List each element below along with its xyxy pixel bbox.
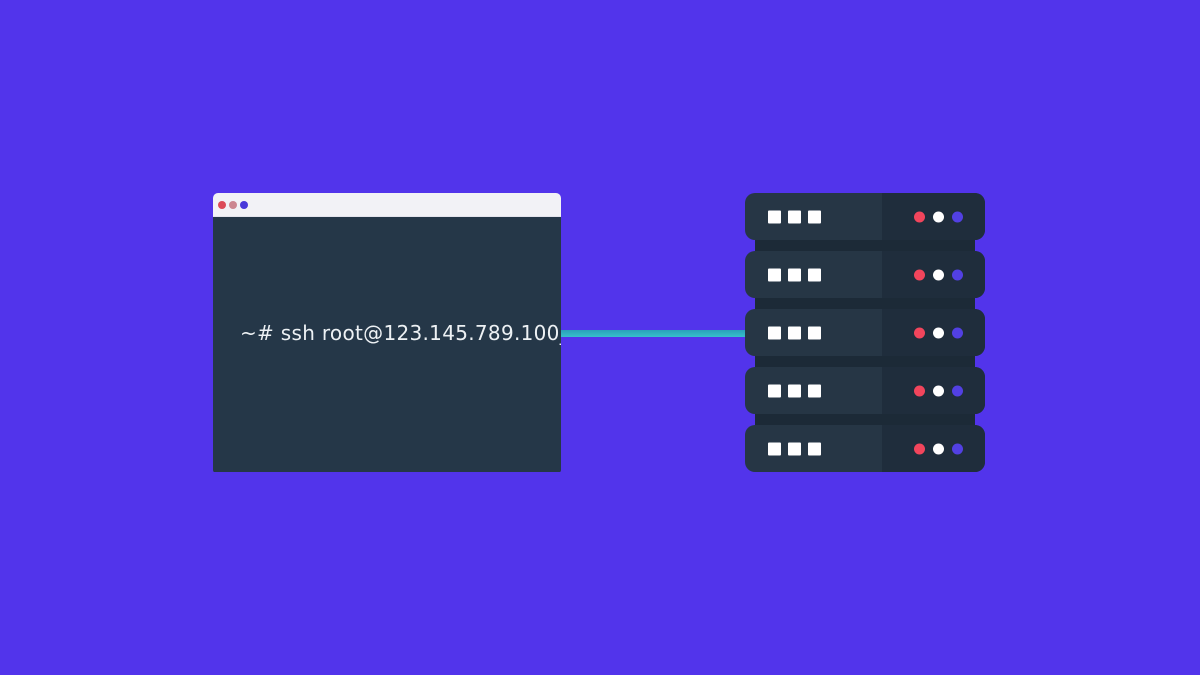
rack-connector (755, 414, 975, 425)
status-leds (914, 211, 963, 222)
drive-slot-icon (788, 210, 801, 223)
terminal-titlebar (213, 193, 561, 217)
status-leds (914, 327, 963, 338)
server-rack (745, 193, 985, 472)
drive-slots (768, 384, 821, 397)
drive-slot-icon (768, 442, 781, 455)
status-leds (914, 443, 963, 454)
rack-connector (755, 356, 975, 367)
led-red-indicator-icon (914, 443, 925, 454)
close-button[interactable] (218, 200, 226, 209)
led-purple-indicator-icon (952, 211, 963, 222)
drive-slots (768, 326, 821, 339)
server-unit (745, 425, 985, 472)
drive-slot-icon (768, 268, 781, 281)
drive-slots (768, 210, 821, 223)
drive-slot-icon (808, 326, 821, 339)
drive-slot-icon (788, 268, 801, 281)
drive-slots (768, 442, 821, 455)
led-red-indicator-icon (914, 385, 925, 396)
led-purple-indicator-icon (952, 385, 963, 396)
led-purple-indicator-icon (952, 269, 963, 280)
led-purple-indicator-icon (952, 327, 963, 338)
led-white-indicator-icon (933, 269, 944, 280)
led-red-indicator-icon (914, 269, 925, 280)
terminal-window: ~# ssh root@123.145.789.100_ (213, 193, 561, 473)
server-unit (745, 309, 985, 356)
led-purple-indicator-icon (952, 443, 963, 454)
drive-slot-icon (808, 442, 821, 455)
drive-slot-icon (788, 384, 801, 397)
drive-slot-icon (808, 268, 821, 281)
drive-slot-icon (808, 210, 821, 223)
drive-slot-icon (808, 384, 821, 397)
drive-slot-icon (788, 442, 801, 455)
drive-slot-icon (788, 326, 801, 339)
minimize-button[interactable] (229, 200, 237, 209)
led-white-indicator-icon (933, 327, 944, 338)
led-red-indicator-icon (914, 211, 925, 222)
led-white-indicator-icon (933, 385, 944, 396)
status-leds (914, 385, 963, 396)
led-red-indicator-icon (914, 327, 925, 338)
led-white-indicator-icon (933, 443, 944, 454)
led-white-indicator-icon (933, 211, 944, 222)
drive-slot-icon (768, 384, 781, 397)
rack-connector (755, 240, 975, 251)
rack-connector (755, 298, 975, 309)
drive-slot-icon (768, 210, 781, 223)
terminal-body: ~# ssh root@123.145.789.100_ (213, 217, 561, 472)
server-unit (745, 251, 985, 298)
ssh-command-text: ~# ssh root@123.145.789.100_ (240, 321, 561, 345)
drive-slots (768, 268, 821, 281)
server-unit (745, 193, 985, 240)
connection-cable (559, 330, 747, 337)
status-leds (914, 269, 963, 280)
server-unit (745, 367, 985, 414)
maximize-button[interactable] (240, 200, 248, 209)
drive-slot-icon (768, 326, 781, 339)
